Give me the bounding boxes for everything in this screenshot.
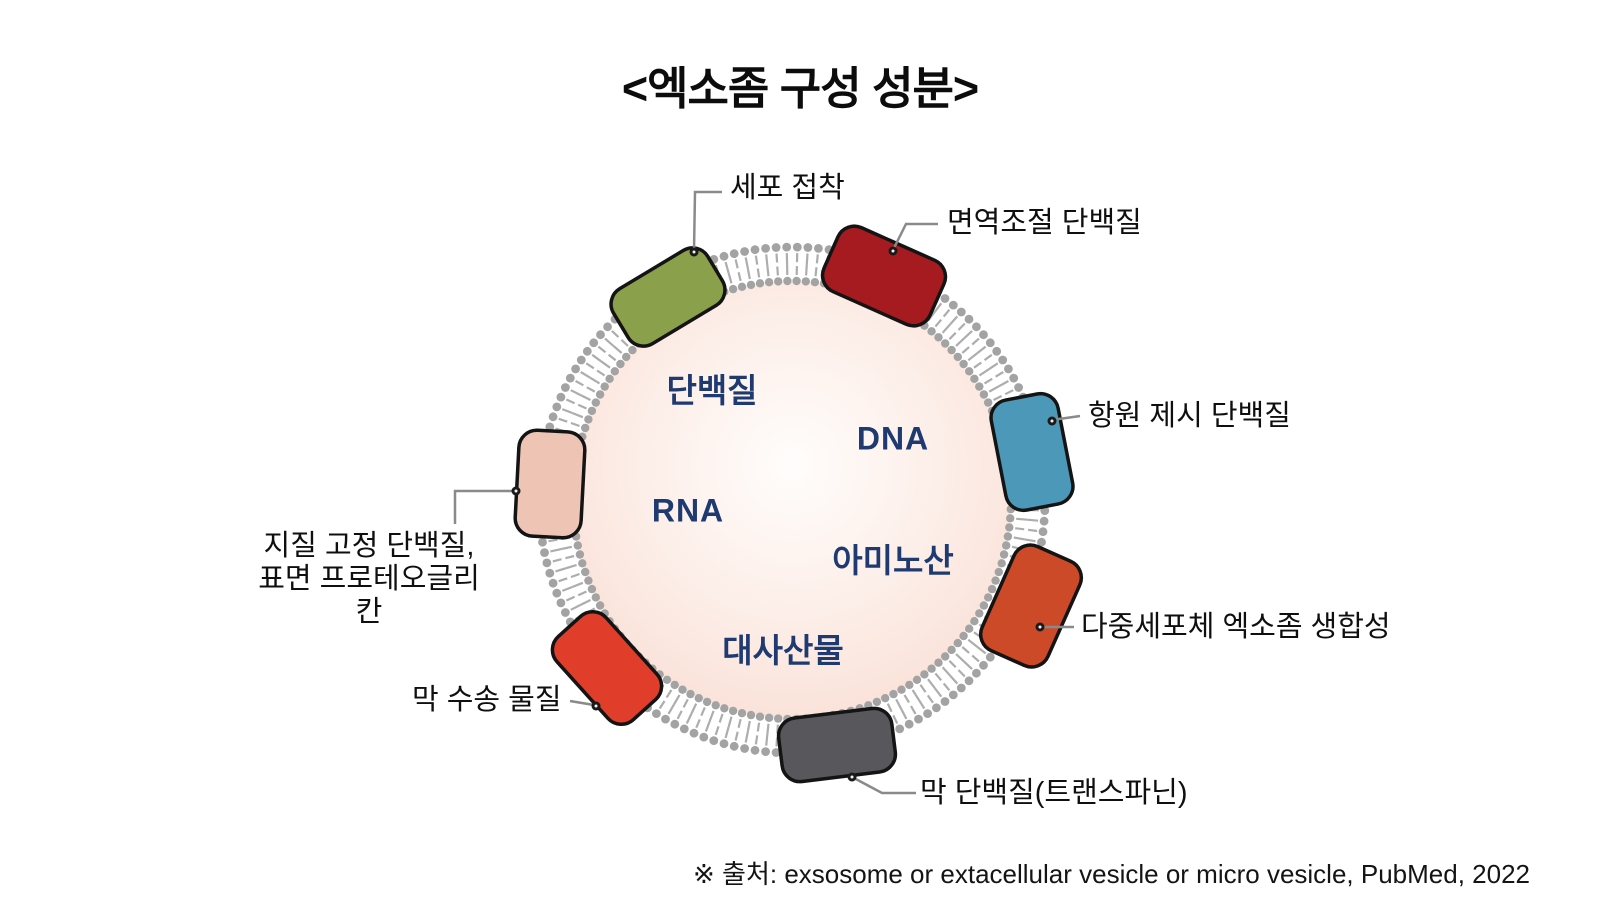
label-antigen-presenting: 항원 제시 단백질: [1088, 400, 1291, 432]
label-mvb-biosynthesis: 다중세포체 엑소좀 생합성: [1081, 611, 1391, 643]
leader-dot-center: [891, 249, 895, 253]
label-cell-adhesion: 세포 접착: [730, 172, 845, 204]
label-lipid-anchored: 지질 고정 단백질, 표면 프로테오글리칸: [246, 530, 492, 629]
leader-line-membrane-transport: [569, 699, 595, 707]
interior-label-protein: 단백질: [666, 372, 758, 409]
leader-dots: [511, 246, 1057, 782]
vesicle-lumen: [574, 282, 1010, 718]
protein-lipid-anchored: [513, 428, 587, 540]
leader-lines: [453, 190, 1081, 795]
interior-label-dna: DNA: [856, 420, 930, 457]
interior-label-rna: RNA: [651, 492, 725, 529]
leader-line-immune-regulation: [891, 222, 938, 251]
leader-line-antigen-presenting: [1051, 414, 1081, 422]
label-immune-regulation: 면역조절 단백질: [947, 207, 1142, 239]
leader-dot-center: [850, 775, 854, 779]
leader-dot-center: [594, 704, 598, 708]
protein-membrane-protein: [776, 706, 898, 784]
protein-immune-regulation: [820, 224, 948, 328]
leader-dot-center: [1050, 419, 1054, 423]
source-note: ※ 출처: exsosome or extacellular vesicle o…: [693, 859, 1530, 889]
protein-cell-adhesion: [609, 246, 727, 348]
label-membrane-transport: 막 수송 물질: [412, 684, 562, 716]
protein-membrane-transport: [550, 609, 664, 727]
leader-dot-center: [1038, 625, 1042, 629]
membrane-protein-shapes: [513, 224, 1084, 784]
protein-mvb-biosynthesis: [978, 543, 1084, 669]
leader-line-cell-adhesion: [692, 190, 722, 252]
label-membrane-protein: 막 단백질(트랜스파닌): [920, 777, 1188, 809]
interior-label-metabolite: 대사산물: [722, 632, 844, 669]
diagram-title: <엑소좀 구성 성분>: [621, 63, 979, 114]
leader-line-lipid-anchored: [453, 489, 516, 524]
leader-line-membrane-protein: [851, 775, 916, 795]
leader-dot-center: [514, 489, 518, 493]
leader-dot-center: [692, 250, 696, 254]
interior-label-amino-acid: 아미노산: [832, 542, 954, 579]
label-lipid-anchored-line2: 표면 프로테오글리칸: [258, 563, 480, 628]
label-lipid-anchored-line1: 지질 고정 단백질,: [263, 530, 475, 562]
